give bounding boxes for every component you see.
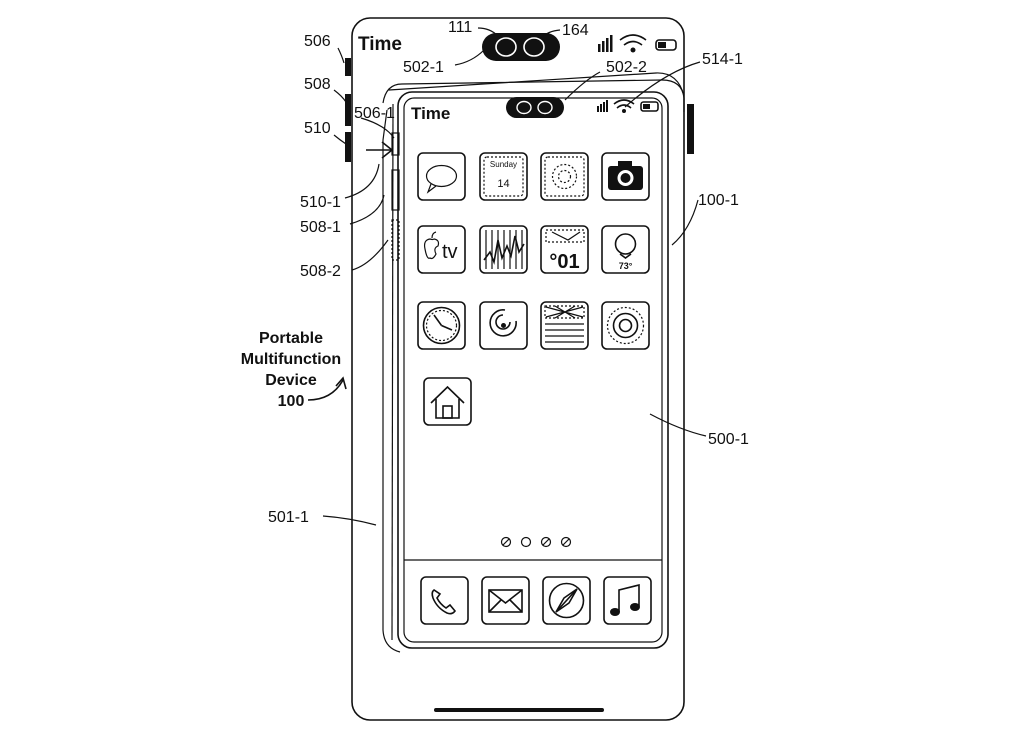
tv-icon[interactable]: tv xyxy=(417,225,466,274)
phone-icon[interactable] xyxy=(420,576,469,625)
outer-wifi-icon xyxy=(619,34,647,53)
outer-status-time: Time xyxy=(358,34,402,55)
calendar-icon[interactable]: Sunday 14 xyxy=(479,152,528,201)
side-button-right xyxy=(687,104,694,154)
weather-icon[interactable]: 73° xyxy=(601,225,650,274)
home-indicator xyxy=(434,708,604,712)
ref-164: 164 xyxy=(562,22,589,39)
inner-button-506-1 xyxy=(391,132,400,156)
ref-510: 510 xyxy=(304,120,331,137)
page-dot xyxy=(500,536,512,548)
page-dot xyxy=(540,536,552,548)
outer-device: Time xyxy=(345,17,694,721)
tv-label: tv xyxy=(442,241,458,263)
caption-line-3: Device xyxy=(265,372,317,389)
safari-icon[interactable] xyxy=(542,576,591,625)
ref-500-1: 500-1 xyxy=(708,431,749,448)
clock-icon[interactable] xyxy=(417,301,466,350)
page-dot xyxy=(560,536,572,548)
ref-508-1: 508-1 xyxy=(300,219,341,236)
inner-button-508-2 xyxy=(391,219,400,261)
ref-506-1: 506-1 xyxy=(354,105,395,122)
ref-502-2: 502-2 xyxy=(606,59,647,76)
ref-100-1: 100-1 xyxy=(698,192,739,209)
ref-501-1: 501-1 xyxy=(268,509,309,526)
ref-502-1: 502-1 xyxy=(403,59,444,76)
ref-508: 508 xyxy=(304,76,331,93)
stocks-icon[interactable] xyxy=(479,225,528,274)
device-caption: Portable Multifunction Device 100 xyxy=(241,330,341,410)
numbers-label: °01 xyxy=(549,251,579,273)
inner-camera-lens-1 xyxy=(516,100,532,115)
page-dot xyxy=(520,536,532,548)
outer-battery-icon xyxy=(655,39,677,51)
inner-camera-lens-2 xyxy=(537,100,553,115)
notes-icon[interactable] xyxy=(540,301,589,350)
button-510 xyxy=(345,132,351,162)
outer-camera-lens-1 xyxy=(495,37,517,57)
caption-line-1: Portable xyxy=(259,330,323,347)
home-icon[interactable] xyxy=(423,377,472,426)
button-506 xyxy=(345,58,351,76)
caption-line-4: 100 xyxy=(278,393,305,410)
music-icon[interactable] xyxy=(603,576,652,625)
mail-icon[interactable] xyxy=(481,576,530,625)
inner-battery-icon xyxy=(640,101,659,112)
outer-camera-lens-2 xyxy=(523,37,545,57)
ref-514-1: 514-1 xyxy=(702,51,743,68)
leader-lines xyxy=(307,27,707,526)
page-indicator xyxy=(500,536,572,548)
inner-wifi-icon xyxy=(613,99,635,113)
ref-510-1: 510-1 xyxy=(300,194,341,211)
fitness-icon[interactable] xyxy=(479,301,528,350)
numbers-icon[interactable]: °01 xyxy=(540,225,589,274)
inner-signal-icon xyxy=(597,100,608,112)
settings-icon[interactable] xyxy=(601,301,650,350)
ref-506: 506 xyxy=(304,33,331,50)
caption-line-2: Multifunction xyxy=(241,351,341,368)
photos-icon[interactable] xyxy=(540,152,589,201)
weather-temp-label: 73° xyxy=(619,261,633,271)
calendar-date-label: 14 xyxy=(497,178,509,190)
inner-sensor-island xyxy=(506,97,564,118)
button-508 xyxy=(345,94,351,126)
inner-status-time: Time xyxy=(411,104,450,123)
calendar-day-label: Sunday xyxy=(490,160,517,169)
outer-sensor-island xyxy=(482,33,560,61)
outer-signal-icon xyxy=(598,35,613,52)
camera-icon[interactable] xyxy=(601,152,650,201)
inner-button-508-1 xyxy=(391,169,400,211)
messages-icon[interactable] xyxy=(417,152,466,201)
ref-111: 111 xyxy=(448,19,472,36)
ref-508-2: 508-2 xyxy=(300,263,341,280)
